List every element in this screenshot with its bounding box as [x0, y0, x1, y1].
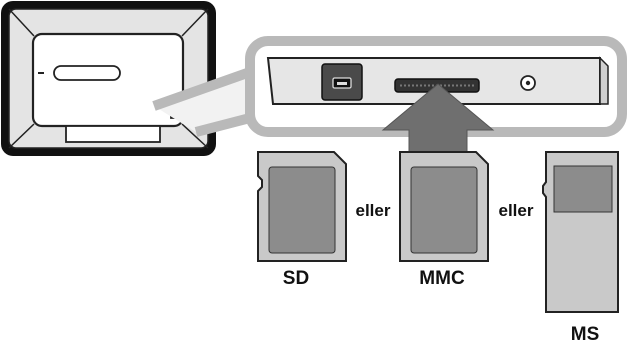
frame-side-panel [266, 56, 609, 105]
mmc-card-icon [399, 151, 489, 262]
insert-arrow-icon [381, 83, 495, 153]
ms-label: MS [571, 324, 600, 345]
mmc-label: MMC [419, 268, 465, 289]
sd-label: SD [283, 268, 309, 289]
photo-frame-back-icon [1, 1, 216, 156]
sd-card-icon [257, 151, 347, 262]
usb-port-icon [321, 63, 363, 101]
or-label-right: eller [499, 201, 534, 220]
memory-stick-icon [542, 151, 619, 313]
dc-jack-icon [520, 75, 536, 91]
or-label-left: eller [356, 201, 391, 220]
